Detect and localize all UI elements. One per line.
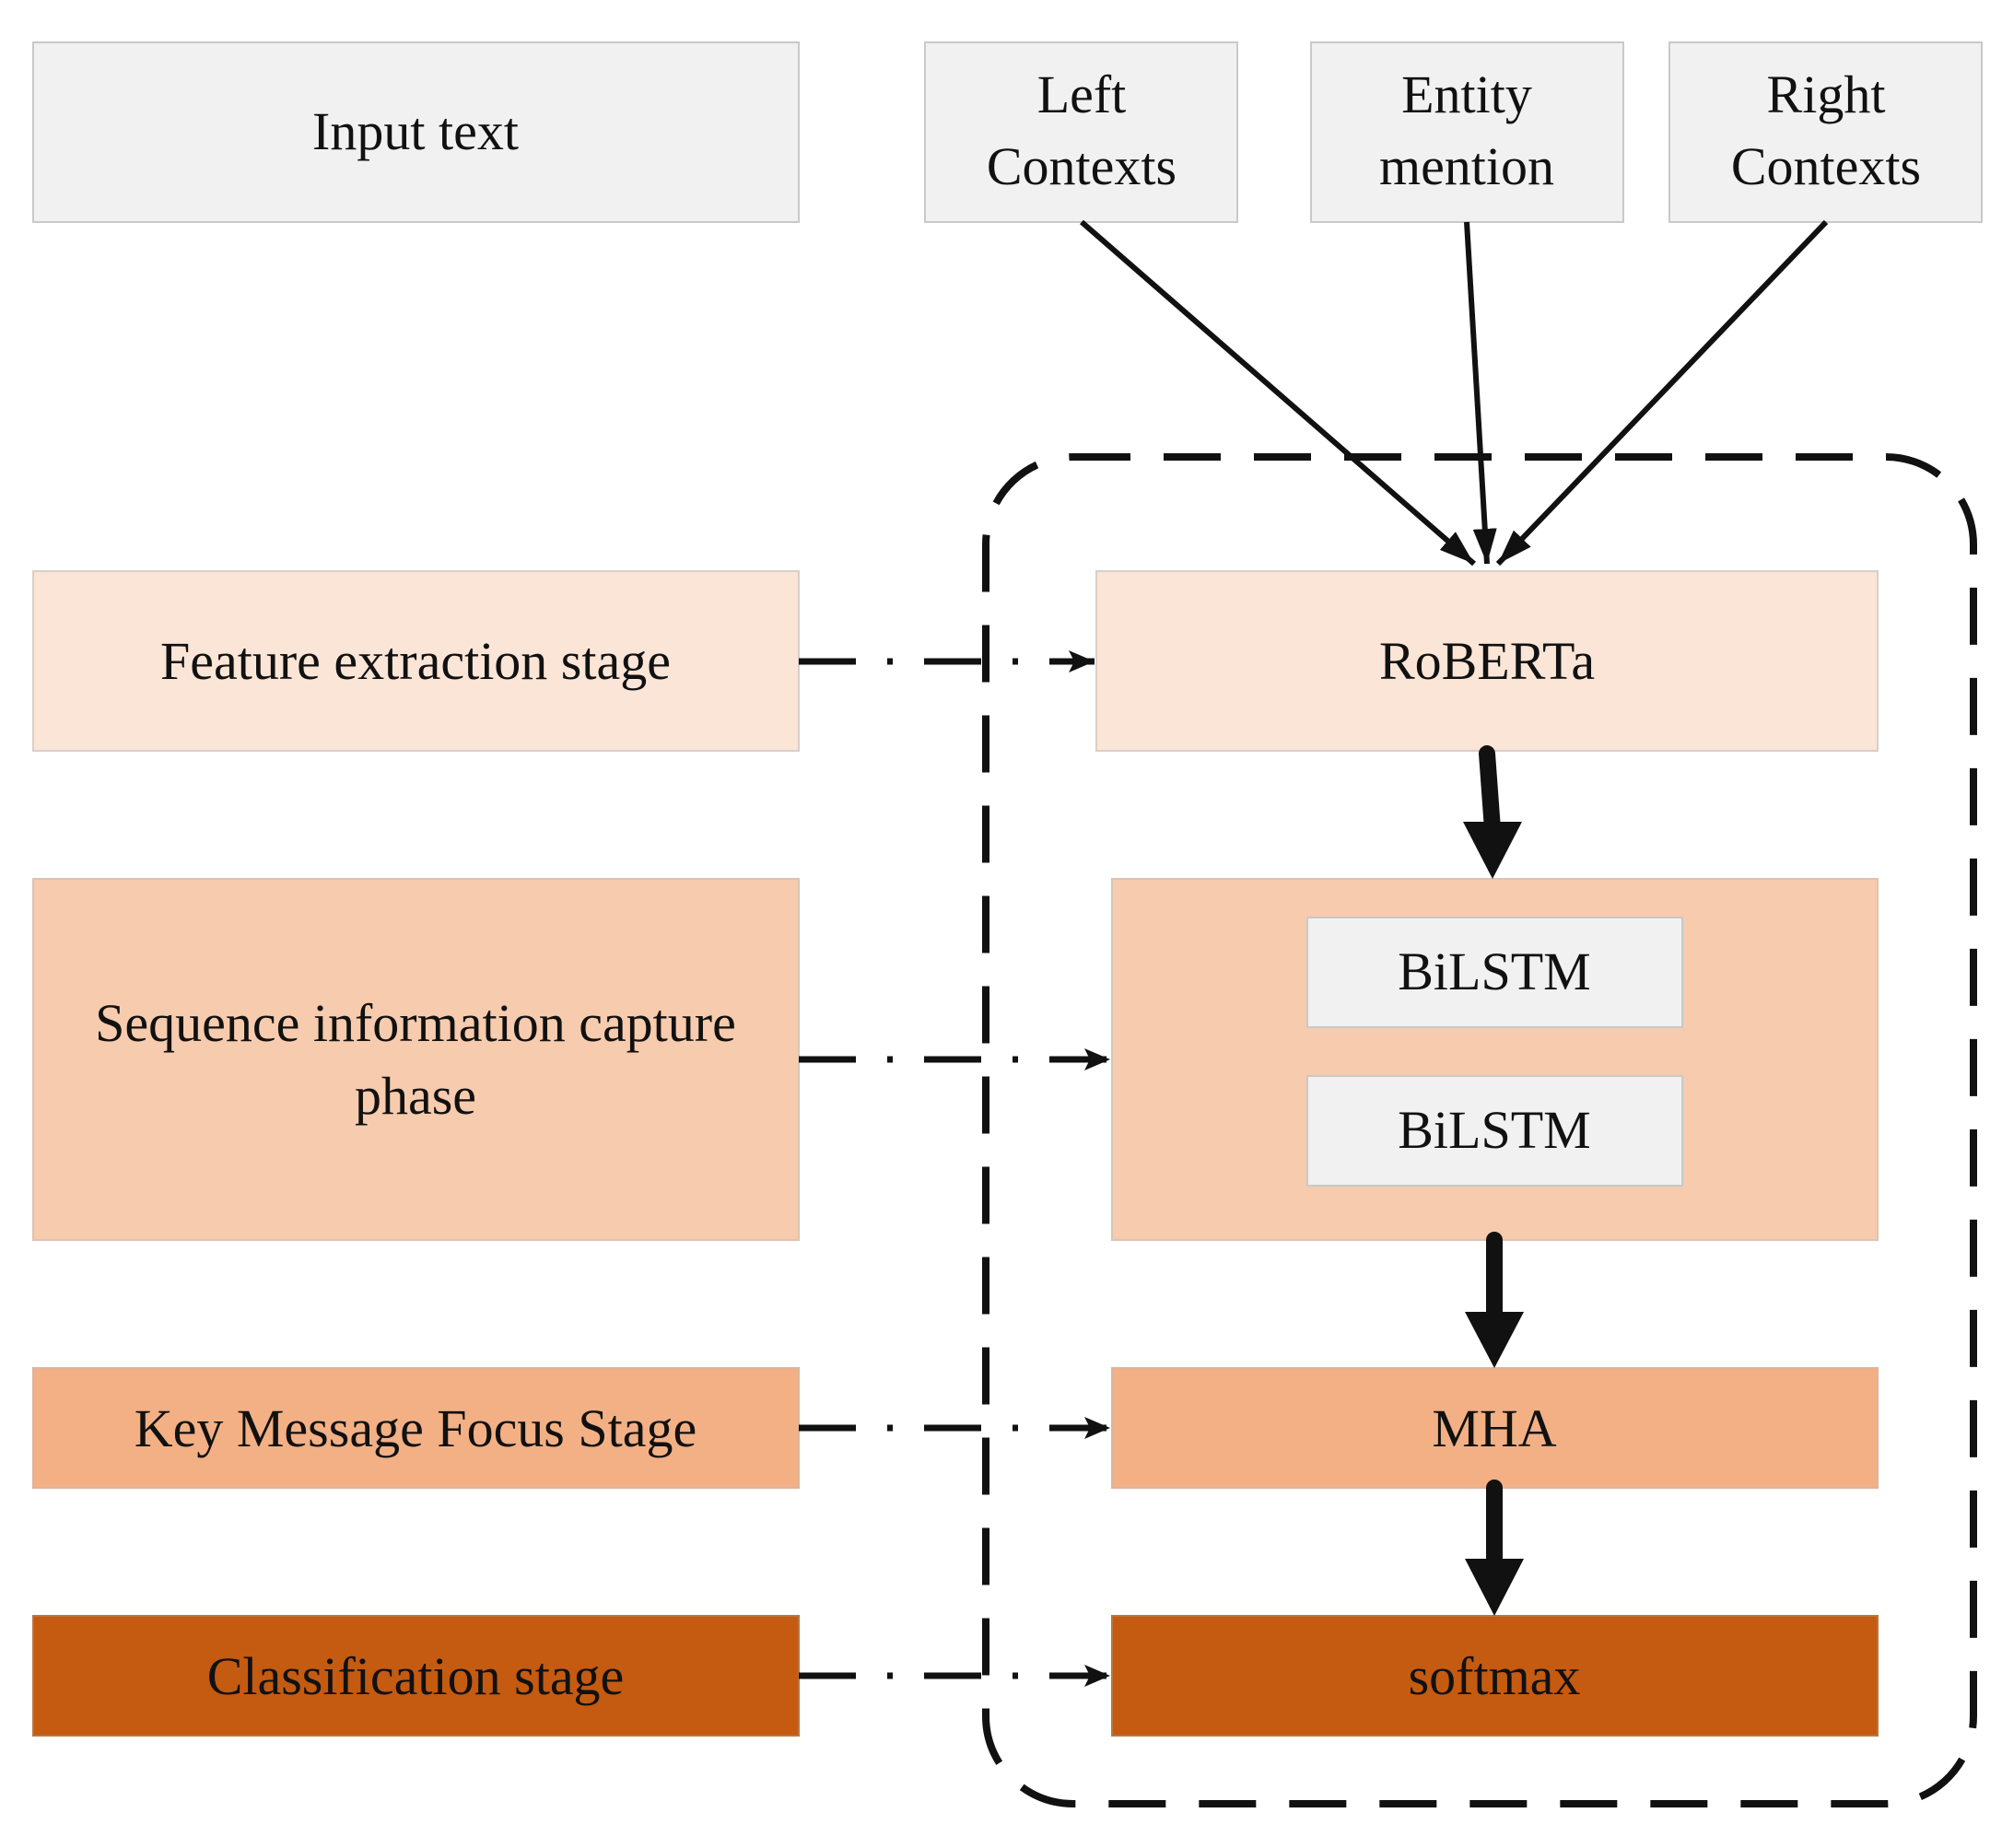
roberta-to-bilstm-arrow bbox=[1463, 745, 1522, 879]
roberta-module: RoBERTa bbox=[1095, 570, 1879, 752]
key-message-focus-stage-label: Key Message Focus Stage bbox=[135, 1398, 697, 1458]
bilstm-layer-1: BiLSTM bbox=[1306, 917, 1683, 1028]
sequence-capture-stage-label-line1: Sequence information capture bbox=[95, 993, 736, 1053]
right-contexts-label-line1: Right bbox=[1767, 64, 1886, 124]
softmax-label: softmax bbox=[1409, 1646, 1581, 1706]
entity-mention-label-line1: Entity bbox=[1401, 64, 1532, 124]
right-contexts-label-line2: Contexts bbox=[1731, 136, 1921, 196]
input-text-label: Input text bbox=[312, 101, 519, 161]
roberta-label: RoBERTa bbox=[1379, 631, 1595, 691]
left-contexts-label-line2: Contexts bbox=[987, 136, 1177, 196]
sequence-capture-stage-box: Sequence information capture phase bbox=[32, 878, 800, 1241]
input-text-box: Input text bbox=[32, 41, 800, 223]
left-contexts-box: Left Contexts bbox=[924, 41, 1238, 223]
classification-stage-label: Classification stage bbox=[207, 1646, 625, 1706]
left-contexts-arrow bbox=[1080, 219, 1476, 567]
sequence-capture-stage-label-line2: phase bbox=[355, 1066, 476, 1126]
bilstm-layer-2-label: BiLSTM bbox=[1398, 1100, 1591, 1160]
bilstm-layer-2: BiLSTM bbox=[1306, 1075, 1683, 1187]
right-contexts-box: Right Contexts bbox=[1668, 41, 1983, 223]
bilstm-to-mha-arrow bbox=[1465, 1232, 1524, 1368]
entity-mention-arrow bbox=[1464, 221, 1497, 565]
entity-mention-box: Entity mention bbox=[1310, 41, 1624, 223]
softmax-module: softmax bbox=[1111, 1615, 1879, 1737]
mha-module: MHA bbox=[1111, 1367, 1879, 1489]
classification-stage-box: Classification stage bbox=[32, 1615, 800, 1737]
mha-to-softmax-arrow bbox=[1465, 1480, 1524, 1616]
entity-mention-label-line2: mention bbox=[1379, 136, 1554, 196]
right-contexts-arrow bbox=[1495, 219, 1829, 567]
bilstm-group: BiLSTM BiLSTM bbox=[1111, 878, 1879, 1241]
feature-extraction-stage-label: Feature extraction stage bbox=[160, 631, 671, 691]
left-contexts-label-line1: Left bbox=[1037, 64, 1127, 124]
bilstm-layer-1-label: BiLSTM bbox=[1398, 942, 1591, 1001]
feature-extraction-stage-box: Feature extraction stage bbox=[32, 570, 800, 752]
key-message-focus-stage-box: Key Message Focus Stage bbox=[32, 1367, 800, 1489]
mha-label: MHA bbox=[1432, 1398, 1556, 1458]
